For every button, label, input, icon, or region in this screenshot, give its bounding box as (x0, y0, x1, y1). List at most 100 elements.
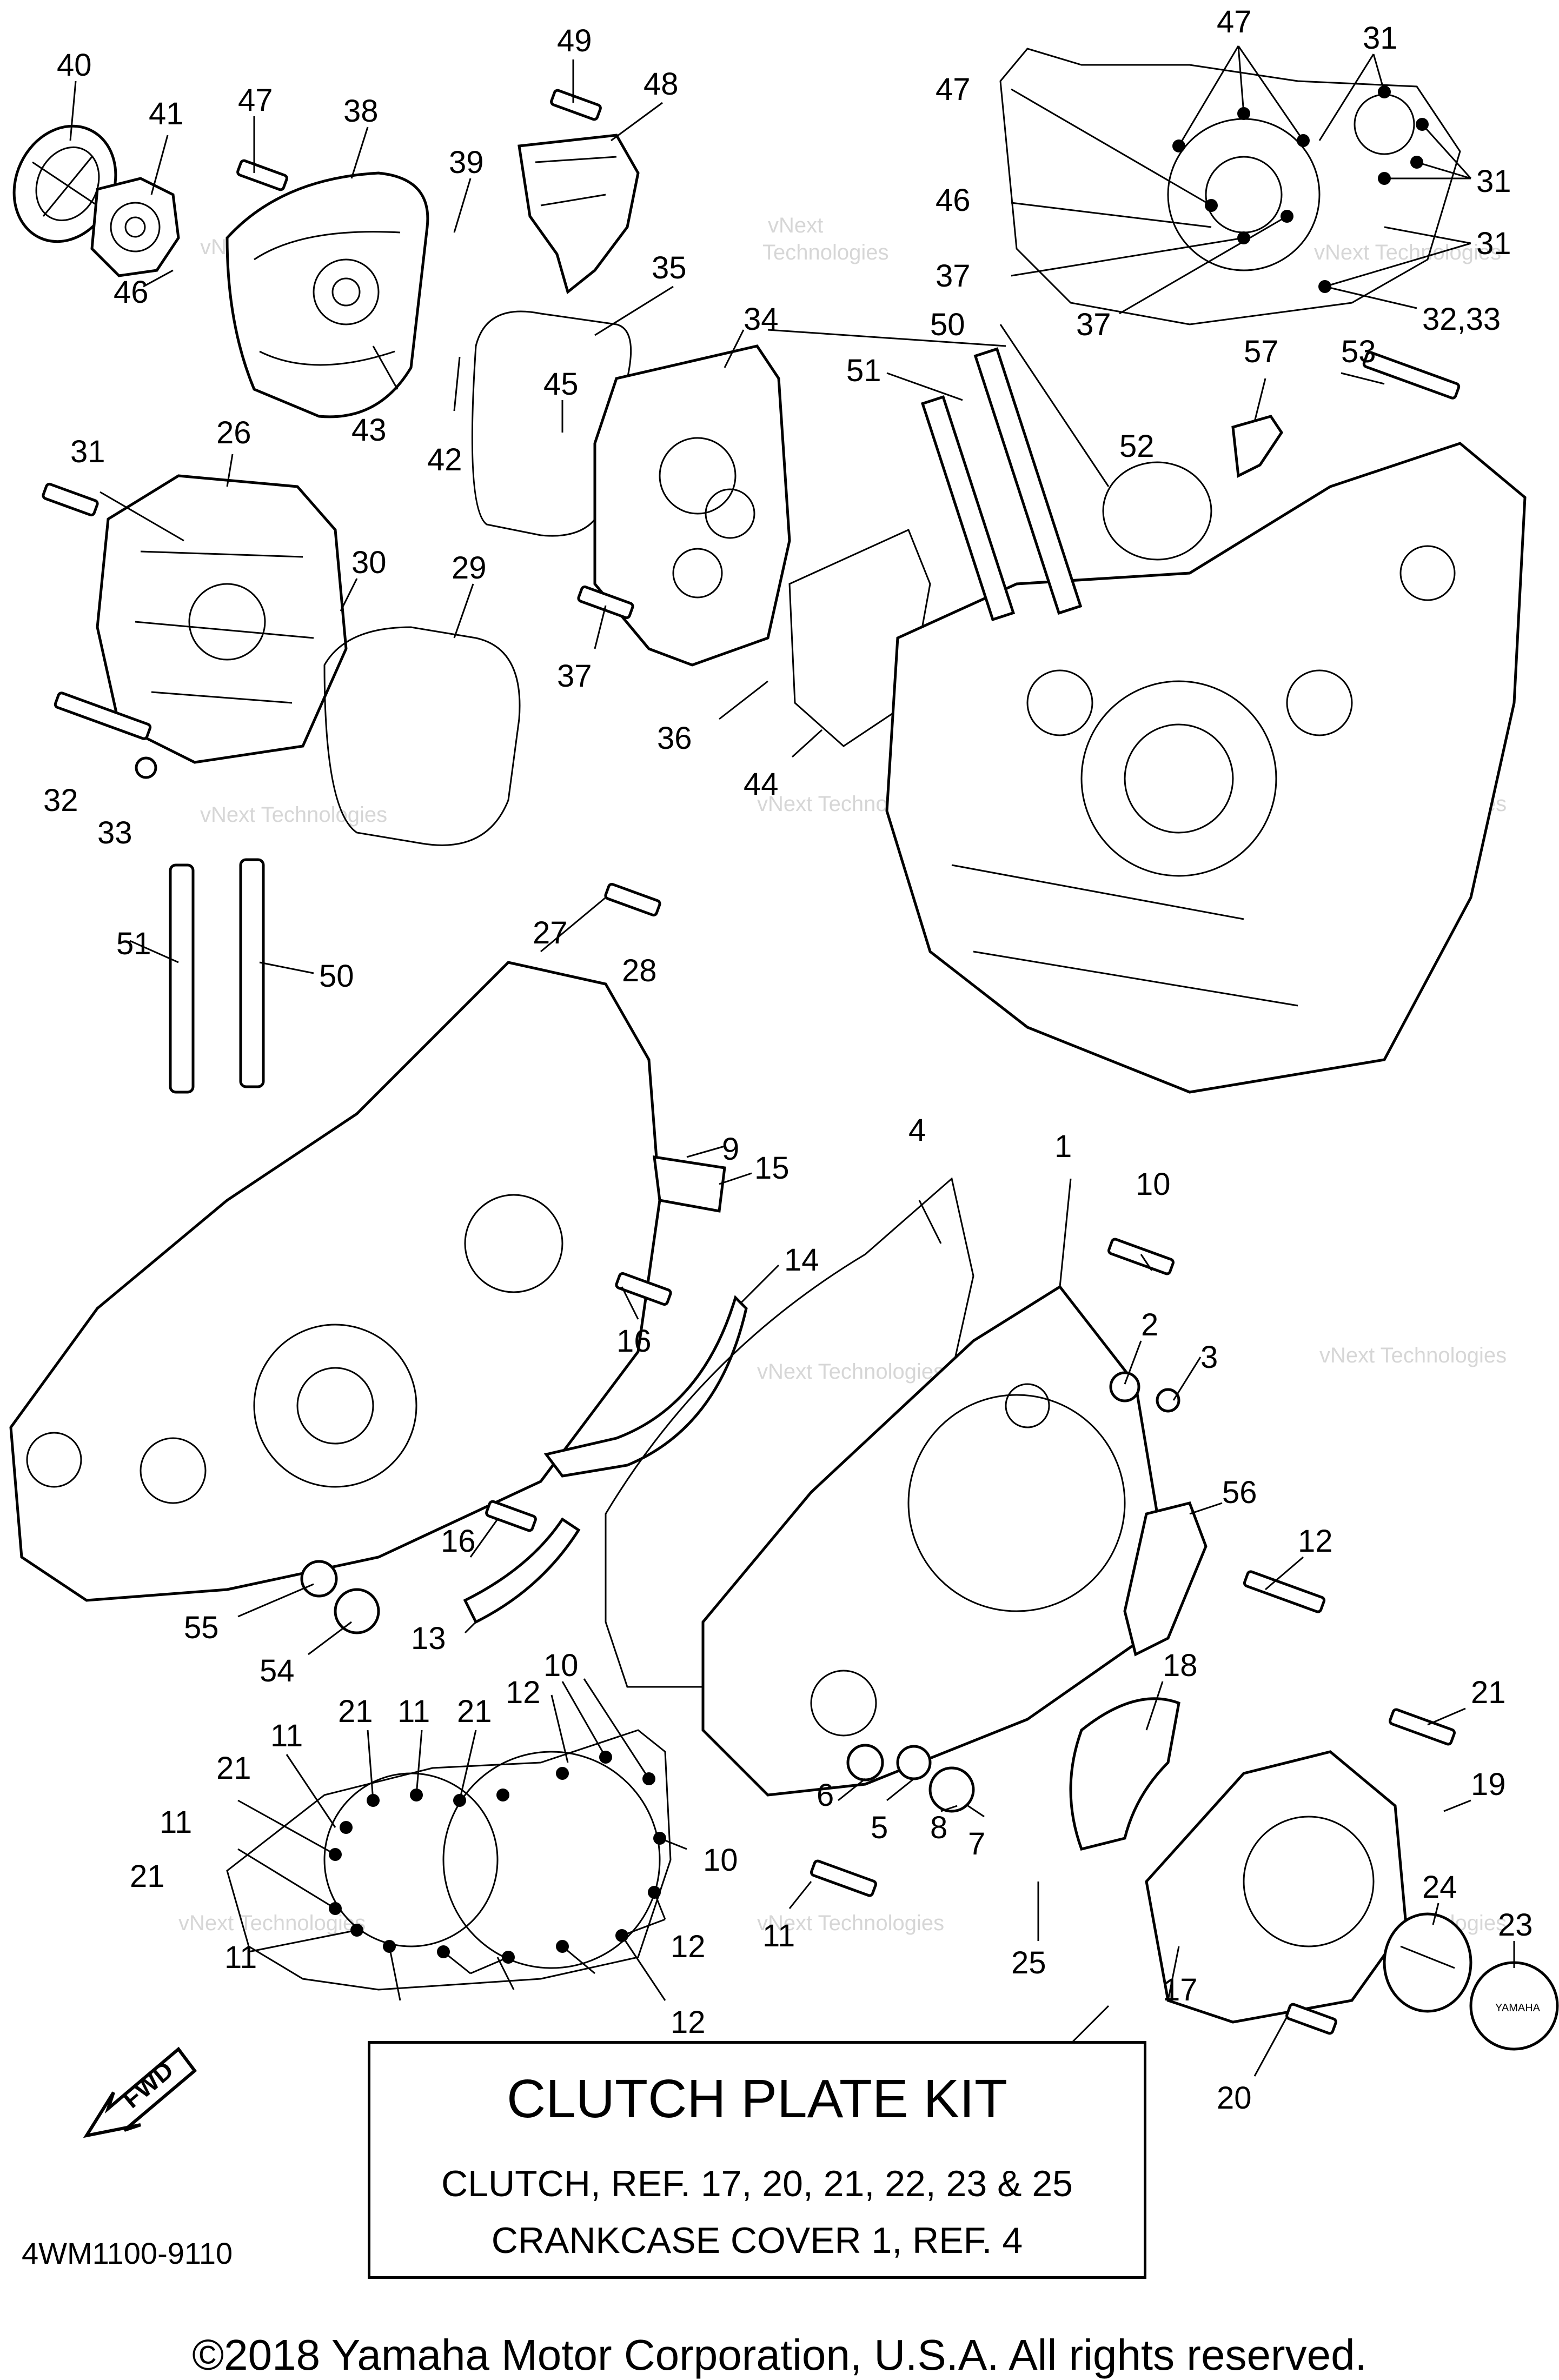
callout-18: 18 (1163, 1648, 1198, 1683)
callout-30: 30 (351, 545, 387, 580)
callout-13: 13 (411, 1621, 446, 1656)
callout-6: 6 (817, 1778, 834, 1813)
callout-16: 16 (441, 1524, 476, 1559)
watermark: vNext Technologies (1319, 1344, 1507, 1367)
callout-53: 53 (1341, 334, 1376, 369)
callout-51: 51 (116, 926, 151, 961)
watermark: vNext Technologies (1314, 241, 1501, 264)
callout-11: 11 (762, 1918, 795, 1953)
callout-29: 29 (452, 550, 487, 586)
callout-21: 21 (338, 1694, 373, 1729)
callout-36: 36 (657, 721, 692, 756)
part-57-clip (1231, 415, 1284, 478)
callout-17: 17 (1163, 1972, 1198, 2007)
callout-43: 43 (351, 413, 387, 448)
callout-11: 11 (397, 1694, 430, 1729)
callout-47: 47 (238, 83, 273, 118)
callout-19: 19 (1471, 1767, 1506, 1802)
callout-47: 47 (1217, 4, 1252, 39)
callout-12: 12 (506, 1675, 541, 1710)
callout-34: 34 (744, 302, 779, 337)
callout-21: 21 (457, 1694, 492, 1729)
callout-12: 12 (1298, 1524, 1333, 1559)
part-14-guide (543, 1295, 748, 1478)
callout-57: 57 (1244, 334, 1279, 369)
callout-5: 5 (871, 1810, 888, 1845)
kit-title: CLUTCH PLATE KIT (506, 2069, 1008, 2129)
callout-50: 50 (319, 959, 354, 994)
diagram-code: 4WM1100-9110 (22, 2236, 233, 2270)
callout-37: 37 (936, 258, 971, 294)
callout-28: 28 (622, 953, 657, 988)
callout-47: 47 (936, 72, 971, 107)
part-50-51-studs-upper (920, 347, 1083, 622)
part-50-51-studs-lower (169, 858, 265, 1094)
part-29-gasket (323, 626, 521, 846)
callout-51: 51 (846, 353, 881, 388)
callout-37: 37 (1076, 307, 1111, 342)
callout-3: 3 (1200, 1340, 1218, 1375)
part-crankcase-left-half (9, 961, 661, 1602)
callout-25: 25 (1011, 1945, 1046, 1980)
callout-9: 9 (722, 1132, 739, 1167)
callout-45: 45 (543, 367, 579, 402)
callout-8: 8 (930, 1810, 947, 1845)
callout-14: 14 (784, 1242, 819, 1278)
part-38-stator-cover (225, 171, 429, 418)
callout-21: 21 (1471, 1675, 1506, 1710)
callout-7: 7 (968, 1826, 985, 1862)
callout-38: 38 (343, 94, 379, 129)
callout-12: 12 (671, 1929, 706, 1964)
leader-lines (69, 45, 1515, 2077)
callout-33: 33 (97, 815, 132, 850)
callout-1: 1 (1054, 1129, 1072, 1164)
callout-46: 46 (936, 183, 971, 218)
copyright-notice: ©2018 Yamaha Motor Corporation, U.S.A. A… (192, 2331, 1367, 2379)
callout-31: 31 (1363, 21, 1398, 56)
watermark: vNext (768, 214, 823, 237)
callout-4: 4 (908, 1113, 926, 1148)
part-4-gasket (605, 1177, 974, 1688)
callout-11: 11 (270, 1718, 303, 1753)
callout-46: 46 (114, 275, 149, 310)
callout-21: 21 (130, 1859, 165, 1894)
callout-31: 31 (1476, 226, 1511, 261)
part-41-rotor (90, 177, 180, 277)
watermark: vNext Technologies (200, 803, 387, 827)
fwd-arrow-icon: FWD (83, 2046, 197, 2138)
callout-50: 50 (930, 307, 965, 342)
part-crankcase-right-half (885, 442, 1527, 1094)
callout-11: 11 (160, 1805, 192, 1840)
watermark: vNext Technologies (757, 1360, 944, 1384)
cap-brand-label: YAMAHA (1495, 2002, 1541, 2014)
callout-31: 31 (1476, 164, 1511, 199)
callout-16: 16 (616, 1324, 652, 1359)
kit-line-clutch: CLUTCH, REF. 17, 20, 21, 22, 23 & 25 (441, 2163, 1073, 2204)
part-lower-gasket-assembly (226, 1729, 672, 1991)
callout-15: 15 (754, 1151, 790, 1186)
small-bolts (42, 89, 1461, 2035)
callout-56: 56 (1222, 1475, 1257, 1510)
part-52-o-ring (1102, 461, 1212, 561)
callout-44: 44 (744, 767, 779, 802)
part-15-bracket (653, 1155, 726, 1213)
callout-12: 12 (671, 2005, 706, 2040)
callout-10: 10 (703, 1843, 738, 1878)
callout-42: 42 (427, 442, 462, 477)
watermark: vNext Technologies (757, 1911, 944, 1935)
callout-32-33: 32,33 (1422, 302, 1501, 337)
part-23-cap: YAMAHA (1469, 1961, 1559, 2051)
watermark: Technologies (762, 241, 889, 264)
callout-11: 11 (224, 1940, 257, 1975)
clutch-plate-kit-box: CLUTCH PLATE KIT CLUTCH, REF. 17, 20, 21… (368, 2041, 1146, 2279)
part-56-bracket (1123, 1501, 1208, 1657)
part-13-guide (463, 1517, 581, 1624)
kit-line-crankcase: CRANKCASE COVER 1, REF. 4 (491, 2220, 1023, 2261)
callout-49: 49 (557, 23, 592, 58)
callout-55: 55 (184, 1610, 219, 1645)
callout-26: 26 (216, 415, 251, 450)
callout-24: 24 (1422, 1870, 1457, 1905)
callout-10: 10 (1136, 1167, 1171, 1202)
callout-52: 52 (1119, 429, 1155, 464)
